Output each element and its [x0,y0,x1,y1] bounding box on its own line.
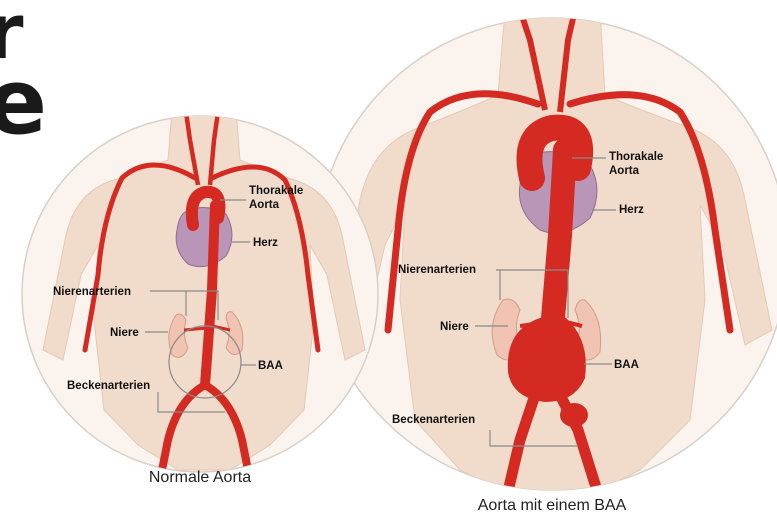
left-panel: Thorakale Aorta Herz Nierenarterien Nier… [22,110,378,472]
right-label-iliac-arteries: Beckenarterien [392,414,475,426]
left-label-aaa: BAA [258,360,283,372]
left-label-thoracic-aorta-line1: Thorakale [249,185,303,197]
right-label-renal-arteries: Nierenarterien [398,264,476,276]
right-label-heart: Herz [619,204,644,216]
left-label-thoracic-aorta-line2: Aorta [249,199,280,211]
right-caption: Aorta mit einem BAA [478,497,627,514]
left-label-iliac-arteries: Beckenarterien [67,380,150,392]
left-label-renal-arteries: Nierenarterien [53,286,131,298]
right-label-thoracic-aorta-line2: Aorta [609,165,640,177]
right-label-aaa: BAA [614,359,639,371]
right-panel: Thorakale Aorta Herz Nierenarterien Nier… [316,10,777,500]
right-label-thoracic-aorta-line1: Thorakale [609,151,663,163]
right-descending-aorta [552,150,565,330]
right-iliac-bulge [560,403,588,427]
left-renal-artery-left [184,328,208,330]
left-label-heart: Herz [253,237,278,249]
left-label-kidney: Niere [110,327,139,339]
right-label-kidney: Niere [440,321,469,333]
left-caption: Normale Aorta [149,469,251,486]
